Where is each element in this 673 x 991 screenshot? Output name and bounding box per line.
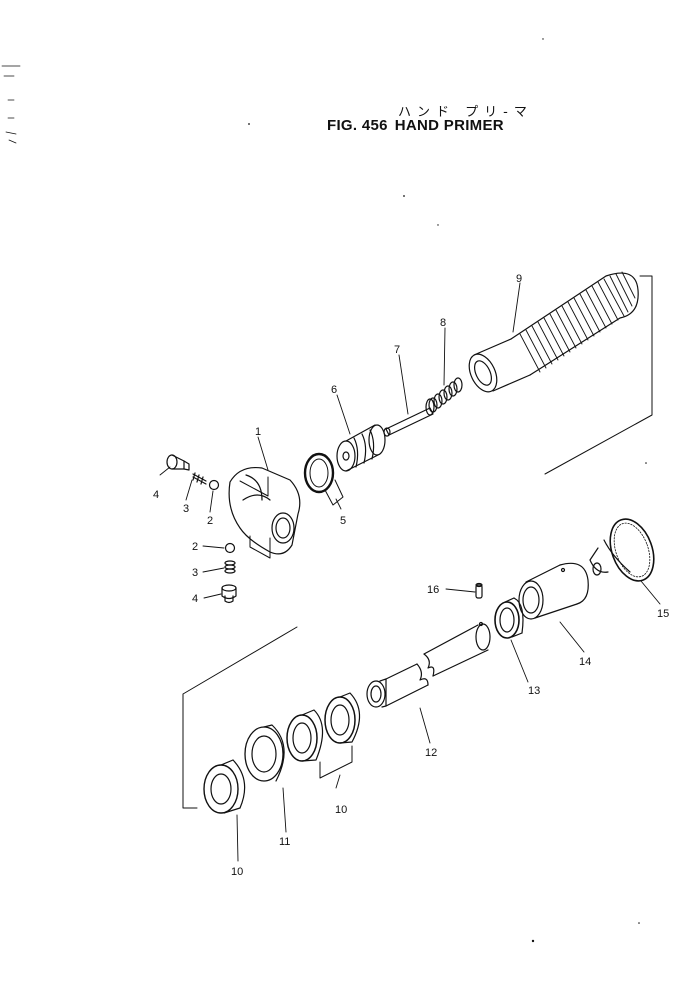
spring-3-upper — [192, 472, 207, 485]
part-10-nut — [203, 759, 246, 814]
part-1-body — [228, 466, 301, 559]
figure-name: HAND PRIMER — [394, 117, 504, 134]
paper-specks — [248, 38, 647, 943]
part-16-pin — [475, 582, 483, 599]
part-5-o-ring — [303, 452, 344, 506]
figure-number: FIG. 456 — [327, 117, 388, 134]
assembly-bracket-upper — [544, 275, 653, 475]
label-4b: 4 — [192, 593, 198, 605]
label-15: 15 — [657, 608, 669, 620]
assembly-bracket-lower — [182, 626, 298, 809]
label-9: 9 — [516, 273, 522, 285]
label-13: 13 — [528, 685, 540, 697]
label-1: 1 — [255, 426, 261, 438]
spring-3-lower — [224, 560, 236, 574]
parts-2-3-4-lower — [221, 542, 237, 604]
label-14: 14 — [579, 656, 591, 668]
figure-title: FIG. 456 HAND PRIMER — [327, 117, 511, 134]
part-14-nut — [518, 562, 589, 620]
label-3a: 3 — [183, 503, 189, 515]
label-12: 12 — [425, 747, 437, 759]
title-japanese: ハンド プリ-マ — [398, 105, 533, 120]
leader-lines — [159, 282, 661, 862]
label-11: 11 — [279, 836, 290, 848]
part-6-piston — [336, 424, 386, 472]
barrel-threads — [519, 271, 636, 373]
part-15-knob — [589, 518, 655, 582]
label-3b: 3 — [192, 567, 198, 579]
label-7: 7 — [394, 344, 400, 356]
label-5: 5 — [340, 515, 346, 527]
label-4a: 4 — [153, 489, 159, 501]
parts-2-3-4-upper — [166, 454, 220, 491]
part-13-ring — [494, 597, 524, 639]
part-7-rod — [383, 398, 435, 437]
label-10a: 10 — [231, 866, 243, 878]
callout-labels: 9 8 7 6 1 4 3 2 5 2 3 4 16 15 14 13 12 1… — [153, 273, 669, 878]
margin-marks — [1, 65, 21, 144]
label-8: 8 — [440, 317, 446, 329]
label-6: 6 — [331, 384, 337, 396]
part-11-washer — [244, 724, 285, 782]
part-12-tube — [366, 621, 491, 708]
part-9-barrel — [468, 271, 639, 393]
label-2b: 2 — [192, 541, 198, 553]
label-16: 16 — [427, 584, 439, 596]
part-10-seal-pair — [286, 692, 361, 779]
part-8-spring — [428, 377, 463, 413]
label-2a: 2 — [207, 515, 213, 527]
label-10b: 10 — [335, 804, 347, 816]
